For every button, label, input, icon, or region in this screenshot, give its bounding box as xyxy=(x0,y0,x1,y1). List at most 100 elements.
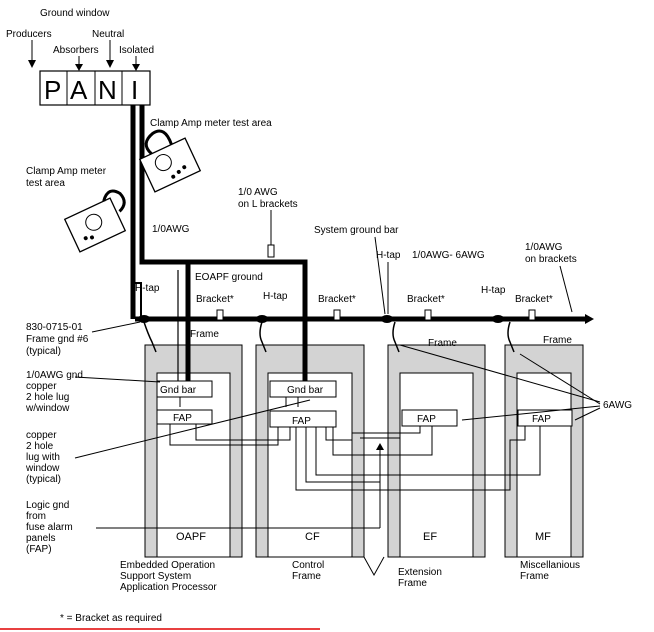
frame-gnd-label-2: Frame gnd #6 xyxy=(26,334,89,345)
bracket-l xyxy=(267,244,275,258)
frame-descriptions: Embedded Operation Support System Applic… xyxy=(120,556,580,593)
clamp-amp-label-2a: Clamp Amp meter xyxy=(26,166,107,177)
ground-window-title: Ground window xyxy=(40,8,110,19)
fap-mf-label: FAP xyxy=(532,414,551,425)
copper-lug-label-5: (typical) xyxy=(26,474,61,485)
annotations: Clamp Amp meter test area Clamp Amp mete… xyxy=(25,118,632,555)
frame-name-cf: CF xyxy=(305,531,320,543)
eosap-desc-1: Embedded Operation xyxy=(120,560,215,571)
logic-gnd-label-3: fuse alarm xyxy=(26,522,73,533)
gnd-copper-label-4: w/window xyxy=(25,403,70,414)
frame-ef-inner xyxy=(399,372,474,558)
mf-desc-2: Frame xyxy=(520,571,549,582)
h-tap-connectors xyxy=(138,315,504,323)
awg-label: 1/0AWG xyxy=(152,224,190,235)
h-tap-label-1: H-tap xyxy=(135,283,160,294)
h-tap-1 xyxy=(138,315,150,323)
gnd-copper-label-2: copper xyxy=(26,381,57,392)
logic-gnd-label-4: panels xyxy=(26,533,55,544)
bracket-label-1: Bracket* xyxy=(196,294,234,305)
bracket-label-3: Bracket* xyxy=(407,294,445,305)
absorbers-label: Absorbers xyxy=(53,45,99,56)
frame-mf-inner xyxy=(516,372,572,558)
six-awg-label: 6AWG xyxy=(603,400,632,411)
ground-window: Ground window Producers Absorbers Neutra… xyxy=(6,8,154,106)
h-tap-label-2: H-tap xyxy=(263,291,288,302)
gnd-bar-oapf-label: Gnd bar xyxy=(160,385,197,396)
frame-label-1: Frame xyxy=(190,329,219,340)
logic-gnd-label-5: (FAP) xyxy=(26,544,52,555)
bracket-4 xyxy=(528,309,536,321)
bracket-2 xyxy=(333,309,341,321)
window-letter-n: N xyxy=(98,75,117,105)
clamp-meter-icon-1 xyxy=(138,129,202,193)
eosap-desc-2: Support System xyxy=(120,571,191,582)
frame-gnd-label-3: (typical) xyxy=(26,346,61,357)
window-letter-i: I xyxy=(131,75,138,105)
awg-brackets-label-1: 1/0AWG xyxy=(525,242,563,253)
producers-label: Producers xyxy=(6,29,52,40)
footnote: * = Bracket as required xyxy=(0,613,320,630)
ground-bus xyxy=(135,314,594,324)
frame-label-3: Frame xyxy=(543,335,572,346)
gnd-bar-oapf xyxy=(156,380,213,398)
bracket-label-4: Bracket* xyxy=(515,294,553,305)
frame-cf-inner xyxy=(267,372,353,558)
ef-desc-2: Frame xyxy=(398,578,427,589)
ef-desc-1: Extension xyxy=(398,567,442,578)
awg-6awg-label: 1/0AWG- 6AWG xyxy=(412,250,485,261)
frame-oapf-inner xyxy=(156,372,231,558)
fap-cf-label: FAP xyxy=(292,416,311,427)
awg-brackets-label-2: on brackets xyxy=(525,254,577,265)
h-tap-2 xyxy=(256,315,268,323)
frame-name-oapf: OAPF xyxy=(176,531,206,543)
fap-oapf xyxy=(156,409,213,425)
frame-ground-leads xyxy=(143,321,515,353)
gnd-copper-label-3: 2 hole lug xyxy=(26,392,69,403)
gnd-bar-cf-label: Gnd bar xyxy=(287,385,324,396)
h-tap-3 xyxy=(381,315,393,323)
vertical-trunk xyxy=(130,100,308,381)
copper-lug-label-4: window xyxy=(25,463,60,474)
h-tap-4 xyxy=(492,315,504,323)
gnd-copper-label-1: 1/0AWG gnd xyxy=(26,370,83,381)
logic-gnd-label-2: from xyxy=(26,511,46,522)
eoapf-ground-label: EOAPF ground xyxy=(195,272,263,283)
awg-l-brackets-2: on L brackets xyxy=(238,199,298,210)
h-tap-label-4: H-tap xyxy=(481,285,506,296)
bracket-1 xyxy=(216,309,224,321)
fap-cf xyxy=(269,410,337,428)
window-letter-p: P xyxy=(44,75,61,105)
frame-names: OAPF CF EF MF xyxy=(176,531,551,543)
h-tap-label-3: H-tap xyxy=(376,250,401,261)
bracket-3 xyxy=(424,309,432,321)
frame-gnd-label-1: 830-0715-01 xyxy=(26,322,83,333)
fap-ef-label: FAP xyxy=(417,414,436,425)
copper-lug-label-3: lug with xyxy=(26,452,60,463)
cf-desc-1: Control xyxy=(292,560,324,571)
logic-ground-wiring xyxy=(96,397,541,529)
frame-label-2: Frame xyxy=(428,338,457,349)
copper-lug-label-2: 2 hole xyxy=(26,441,54,452)
neutral-label: Neutral xyxy=(92,29,124,40)
cf-desc-2: Frame xyxy=(292,571,321,582)
gnd-bars: Gnd bar Gnd bar xyxy=(156,380,337,398)
system-ground-bar-label: System ground bar xyxy=(314,225,399,236)
fap-oapf-label: FAP xyxy=(173,413,192,424)
fap-mf xyxy=(517,409,573,427)
fap-ef xyxy=(401,409,458,427)
mf-desc-1: Miscellanious xyxy=(520,560,580,571)
eosap-desc-3: Application Processor xyxy=(120,582,217,593)
footnote-text: * = Bracket as required xyxy=(60,613,162,624)
clamp-amp-label-2b: test area xyxy=(26,178,65,189)
awg-l-brackets-1: 1/0 AWG xyxy=(238,187,278,198)
bracket-label-2: Bracket* xyxy=(318,294,356,305)
fap-boxes: FAP FAP FAP FAP xyxy=(156,409,573,428)
logic-gnd-label-1: Logic gnd xyxy=(26,500,69,511)
frame-cabinets xyxy=(144,344,584,558)
window-letter-a: A xyxy=(70,75,88,105)
frame-name-mf: MF xyxy=(535,531,551,543)
clamp-amp-label-1: Clamp Amp meter test area xyxy=(150,118,272,129)
frame-name-ef: EF xyxy=(423,531,437,543)
